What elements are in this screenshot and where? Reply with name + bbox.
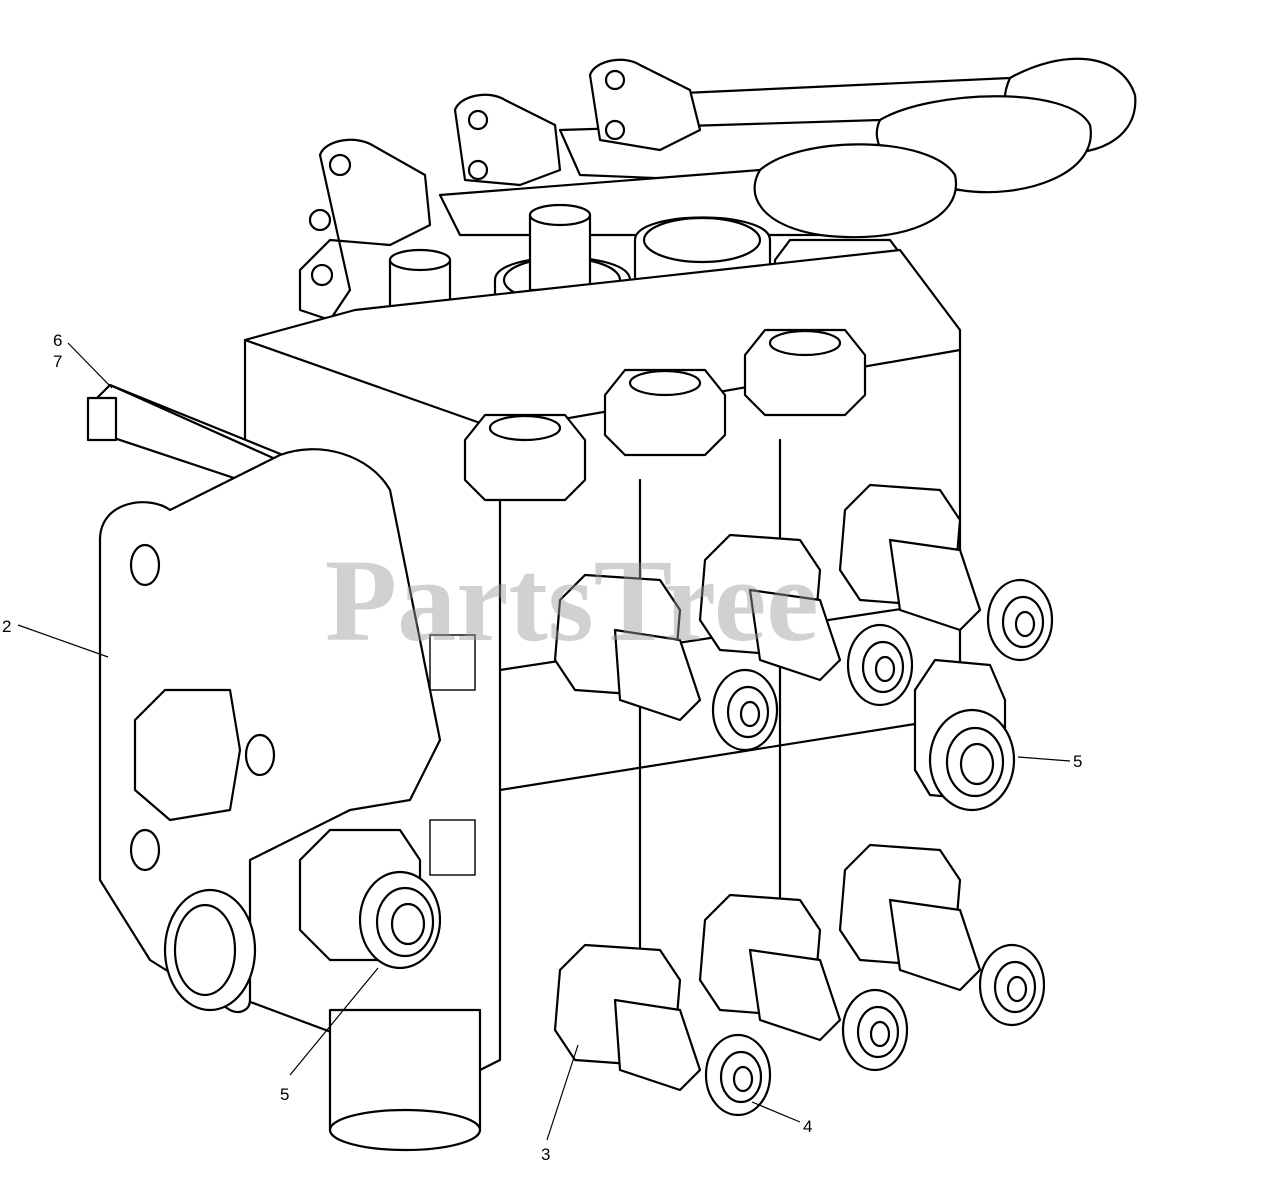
callout-4: 4 [803,1117,812,1136]
control-levers [438,57,1137,239]
linkage-brackets [298,58,702,322]
inlet-end-cover [98,448,482,1152]
outlet-port-fitting [913,658,1016,812]
top-hex-plugs [463,328,867,502]
callout-leaders [17,342,1071,1141]
callout-2: 2 [2,617,11,636]
callout-7: 7 [53,352,62,371]
callout-3: 3 [541,1145,550,1164]
side-port-fitting [298,828,442,970]
watermark-text: PartsTree [325,535,819,666]
callout-6: 6 [53,331,62,350]
callout-5-right: 5 [1073,752,1082,771]
callout-5-left: 5 [280,1085,289,1104]
lower-work-port-fittings [553,843,1046,1117]
upper-work-port-fittings [553,483,1054,752]
callout-labels: 6 7 2 5 5 3 4 [2,331,1082,1164]
